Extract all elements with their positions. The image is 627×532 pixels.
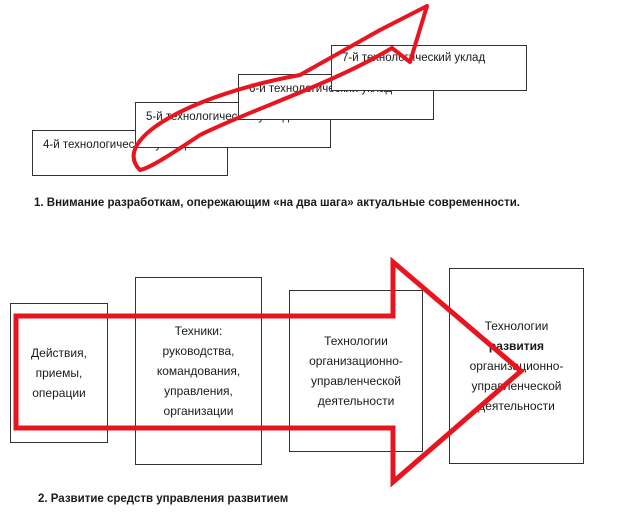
box-org-management-tech-text: Технологии организационно- управленческо…	[309, 331, 403, 411]
box-actions-line: приемы,	[35, 366, 83, 380]
box-org-tech-line: Технологии	[324, 334, 388, 348]
box-actions-text: Действия, приемы, операции	[31, 343, 87, 403]
caption-2: 2. Развитие средств управления развитием	[38, 493, 289, 505]
box-org-tech-line: организационно-	[309, 354, 403, 368]
box-techniques-text: Техники: руководства, командования, упра…	[157, 321, 240, 421]
box-techniques: Техники: руководства, командования, упра…	[135, 277, 262, 465]
box-dev-tech-line: управленческой	[471, 379, 562, 393]
box-techniques-line: организации	[163, 404, 234, 418]
progress-arrow	[13, 256, 525, 488]
box-actions: Действия, приемы, операции	[10, 303, 108, 443]
box-dev-tech-bold-word: развития	[488, 339, 545, 353]
box-techniques-line: управления,	[164, 384, 233, 398]
caption-1: 1. Внимание разработкам, опережающим «на…	[34, 197, 520, 209]
curved-leap-arrow	[131, 4, 429, 172]
box-techniques-line: руководства,	[162, 344, 235, 358]
box-development-tech-text: Технологии развития организационно- упра…	[470, 316, 564, 416]
box-techniques-line: командования,	[156, 364, 241, 378]
box-actions-line: операции	[32, 386, 86, 400]
box-org-tech-line: управленческой	[311, 374, 401, 388]
box-actions-line: Действия,	[31, 346, 87, 360]
box-org-tech-line: деятельности	[317, 394, 395, 408]
box-techniques-line: Техники:	[174, 324, 223, 338]
box-dev-tech-line: деятельности	[478, 399, 555, 413]
box-dev-tech-line: Технологии	[484, 319, 549, 333]
